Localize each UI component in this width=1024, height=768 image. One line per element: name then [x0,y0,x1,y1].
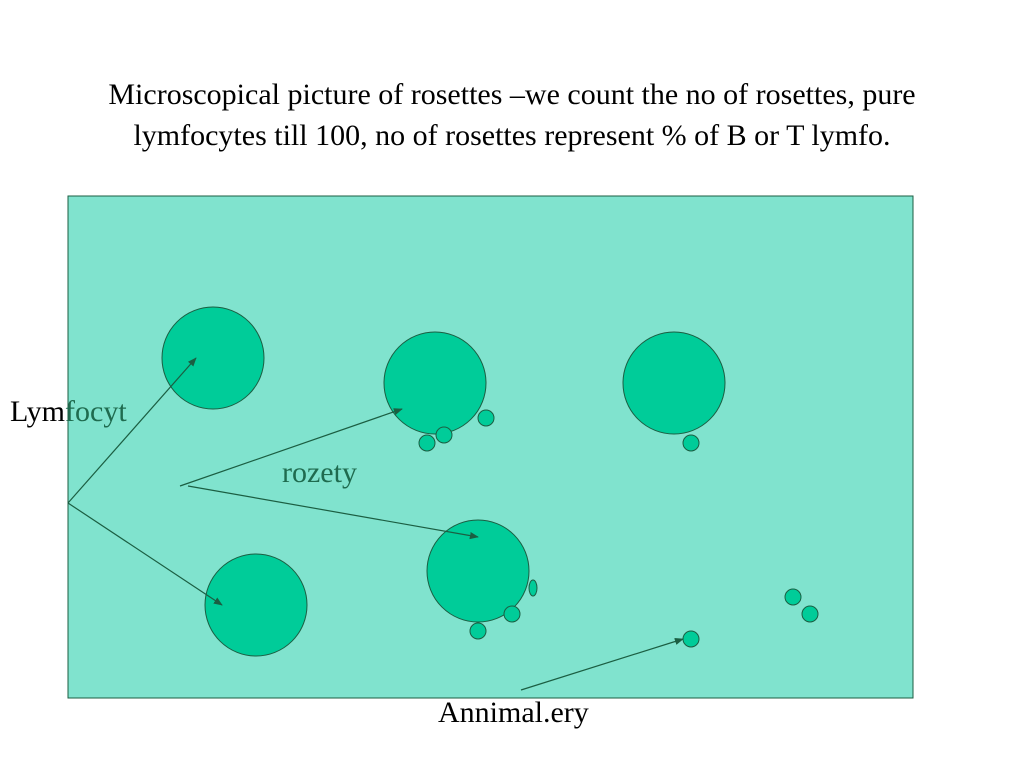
lymfocyt-arrow-lower [67,502,223,606]
erythrocyte-cell [469,622,487,640]
erythrocyte-cell [477,409,495,427]
rosette-lymphocyte-cell [426,519,530,623]
erythrocyte-cell [528,579,538,597]
erythrocyte-cell [503,605,521,623]
slide-title: Microscopical picture of rosettes –we co… [108,78,916,152]
erythrocyte-cell [682,434,700,452]
rozety-arrow-lower [187,485,479,540]
erythrocyte-cell [801,605,819,623]
erythrocyte-cell [784,588,802,606]
rozety-arrow-upper [179,408,403,487]
microscope-field [67,195,914,699]
erythrocyte-cell [682,630,700,648]
lymfocyt-label-outside: Lym [10,395,66,428]
rosette-lymphocyte-cell [622,331,726,435]
lymphocyte-cell [204,553,308,657]
lymfocyt-arrow-upper [67,357,197,504]
annimal-ery-arrow [520,637,684,691]
erythrocyte-cell [435,426,453,444]
rosette-lymphocyte-cell [383,331,487,435]
lymfocyt-label-inside: focyt [65,395,127,428]
rozety-label: rozety [282,456,357,489]
annimal-ery-label: Annimal.ery [438,696,589,729]
erythrocyte-cell [418,434,436,452]
lymfocyt-label: Lymfocyt [10,395,127,429]
lymphocyte-cell [161,306,265,410]
